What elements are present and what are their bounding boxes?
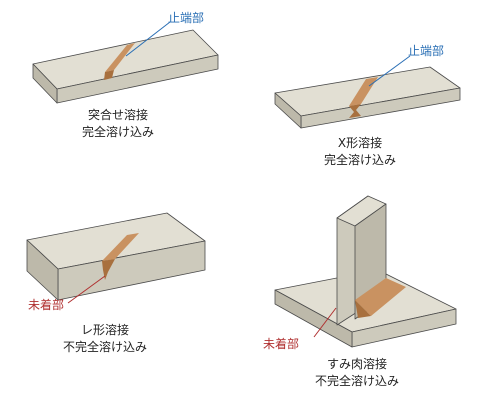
butt-weld-plate — [32, 21, 219, 104]
butt-weld-bead — [104, 43, 135, 80]
fillet-weld-assembly — [274, 195, 457, 348]
callout-toe-1: 止端部 — [168, 10, 204, 25]
unfused-callout-leader-3 — [67, 275, 106, 304]
unfused-callout-leader-4 — [313, 307, 337, 338]
toe-callout-leader-2 — [368, 55, 411, 87]
caption-fillet-weld-line2: 不完全溶け込み — [315, 373, 399, 388]
caption-butt-weld-line1: 突合せ溶接 — [88, 107, 148, 122]
bevel-weld-bead — [102, 233, 139, 280]
callout-unfused-3: 未着部 — [28, 297, 64, 312]
toe-callout-leader-1 — [125, 21, 171, 57]
caption-bevel-weld-line2: 不完全溶け込み — [63, 339, 147, 354]
caption-bevel-weld-line1: レ形溶接 — [81, 322, 129, 337]
callout-unfused-4: 未着部 — [263, 336, 299, 351]
x-weld-plate — [274, 55, 461, 129]
caption-fillet-weld-line1: すみ肉溶接 — [327, 356, 387, 371]
caption-x-weld-line2: 完全溶け込み — [324, 152, 396, 167]
bevel-weld-plate — [26, 212, 206, 304]
fillet-weld-bead — [355, 278, 406, 318]
caption-butt-weld-line2: 完全溶け込み — [82, 124, 154, 139]
callout-toe-2: 止端部 — [408, 43, 444, 58]
caption-x-weld-line1: X形溶接 — [338, 135, 382, 150]
